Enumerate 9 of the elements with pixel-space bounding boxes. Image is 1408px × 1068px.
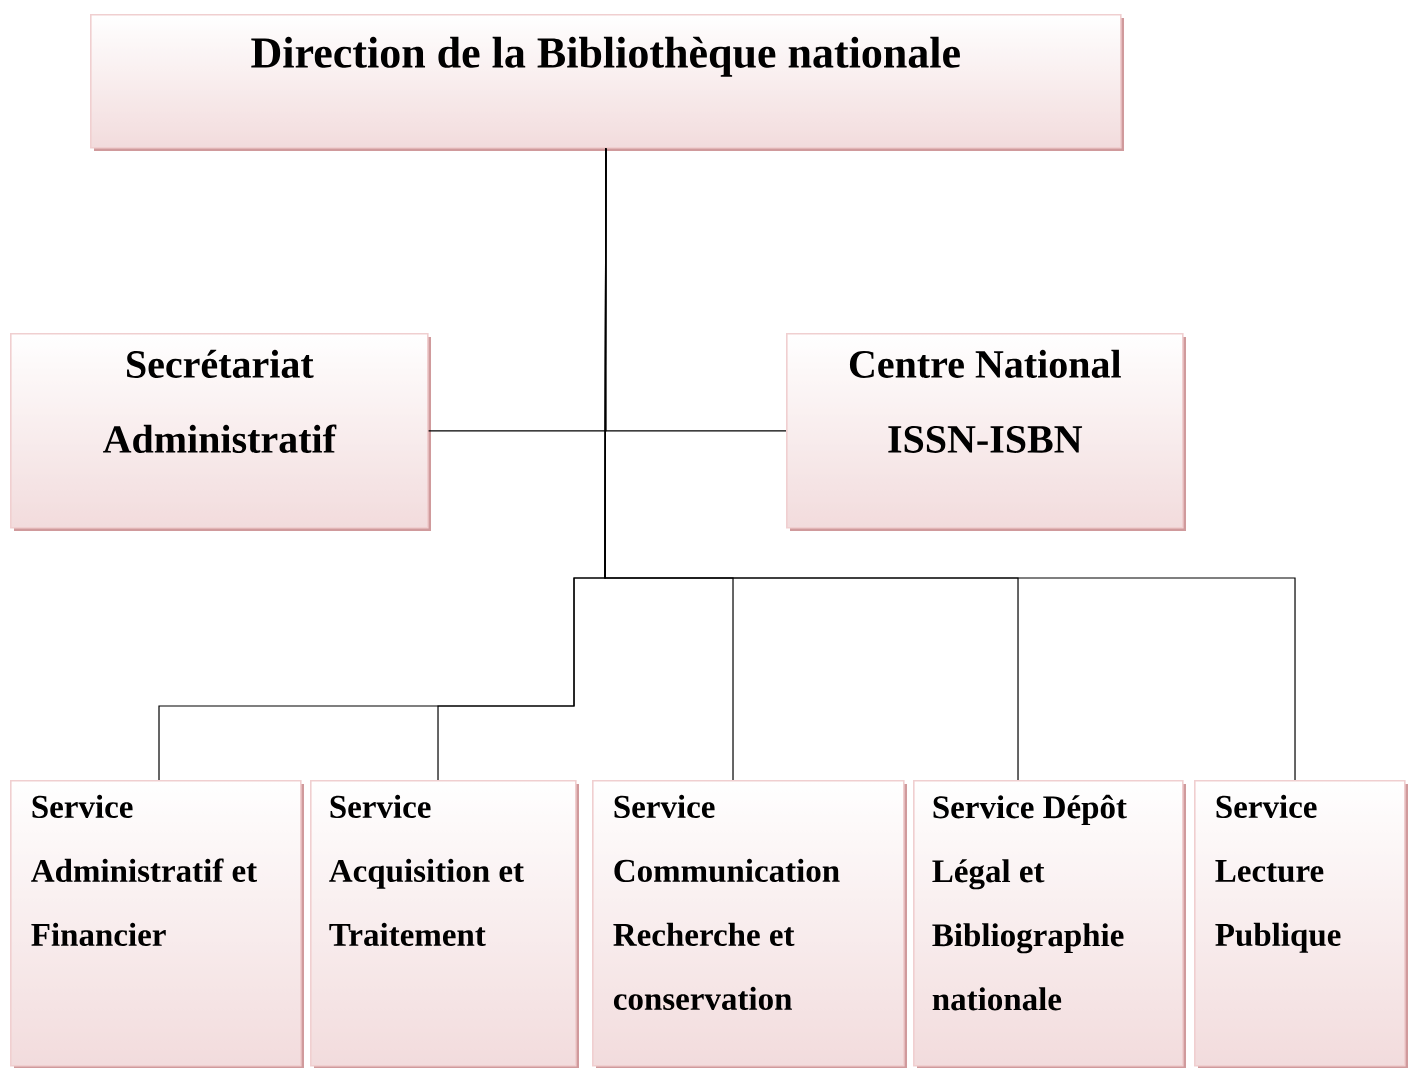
service-box: Service Acquisition et Traitement [310, 780, 579, 1068]
title-box: Direction de la Bibliothèque nationale [90, 14, 1124, 151]
unit-box: Secrétariat Administratif [10, 333, 431, 531]
service-box: Service Lecture Publique [1194, 780, 1408, 1068]
service-box: Service Dépôt Légal et Bibliographie nationale [913, 780, 1186, 1068]
connector-line [604, 148, 1296, 781]
service-box: Service Administratif et Financier [10, 780, 304, 1068]
unit-box: Centre National ISSN-ISBN [786, 333, 1186, 531]
service-box: Service Communication Recherche et conservation [592, 780, 907, 1068]
